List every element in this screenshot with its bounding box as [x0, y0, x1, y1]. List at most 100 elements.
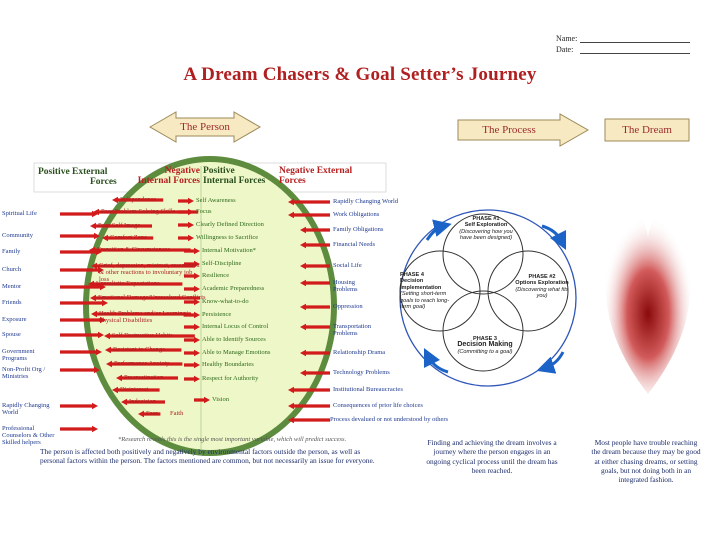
process-outer-circle [399, 209, 577, 387]
right-external-arrow [288, 386, 330, 394]
positive-internal-label: Resilience [202, 272, 230, 279]
right-external-arrow [300, 349, 330, 357]
negative-internal-arrow [112, 386, 160, 394]
positive-internal-label: Know-what-to-do [202, 298, 249, 305]
positive-internal-label: Able to Manage Emotions [202, 349, 271, 356]
right-external-arrow [288, 416, 330, 424]
negative-internal-label: Comfort Zone [110, 234, 148, 241]
positive-internal-arrow [178, 208, 194, 216]
negative-internal-label: Poor Problem Solving Skills [101, 208, 176, 215]
positive-internal-label: Vision [212, 396, 229, 403]
cycle-arrow-2 [541, 224, 567, 251]
positive-internal-label: Focus [196, 208, 212, 215]
right-external-arrow [300, 323, 330, 331]
right-external-arrow [300, 241, 330, 249]
right-external-label: Consequences of prior life choices [333, 402, 423, 409]
positive-internal-arrow [184, 349, 200, 357]
person-arrow-shape [148, 111, 262, 143]
negative-internal-arrow [91, 310, 191, 318]
negative-internal-label: Transition & Circumstances [97, 246, 171, 253]
left-external-label: Government Programs [2, 348, 35, 362]
positive-internal-arrow [184, 272, 200, 280]
negative-internal-arrow [91, 262, 195, 270]
right-external-arrow [300, 226, 330, 234]
left-external-label: Friends [2, 299, 22, 306]
left-external-arrow [60, 316, 106, 324]
negative-internal-arrow [116, 374, 178, 382]
negative-internal-label: Faith [170, 410, 184, 417]
date-line [580, 53, 690, 54]
process-caption: Finding and achieving the dream involves… [426, 438, 558, 475]
name-line [580, 42, 690, 43]
process-label: The Process [482, 124, 536, 136]
left-arrows [60, 210, 108, 433]
positive-internal-label: Internal Locus of Control [202, 323, 269, 330]
negative-internal-label: Resistant to Change [113, 346, 165, 353]
negative-internal-arrow [121, 398, 165, 406]
left-external-arrow [60, 331, 104, 339]
negative-internal-label: Performance Anxiety [114, 360, 170, 367]
positive-internal-arrow [184, 375, 200, 383]
negative-internal-arrow [90, 294, 200, 302]
positive-internal-label: Willingness to Sacrifice [196, 234, 259, 241]
negative-internal-arrow [89, 246, 191, 254]
right-external-arrow [288, 402, 330, 410]
right-external-label: Institutional Bureaucracies [333, 386, 403, 393]
dream-label: The Dream [622, 124, 672, 136]
positive-internal-arrow [184, 323, 200, 331]
positive-internal-arrow [184, 311, 200, 319]
right-external-label: Process devalued or not understood by ot… [330, 416, 449, 423]
cycle-arrow-1 [425, 219, 452, 241]
left-external-label: Spiritual Life [2, 210, 37, 217]
cycle-arrow-3 [536, 351, 565, 374]
date-label: Date: [556, 45, 574, 54]
negative-internal-label: Unrealistic Expectations [96, 280, 160, 287]
phase1-circle [442, 213, 524, 295]
negative-internal-arrow [138, 410, 161, 418]
left-external-label: Church [2, 266, 22, 273]
negative-internal-label: Fear [146, 410, 158, 417]
left-external-arrow [60, 299, 108, 307]
right-arrows [288, 198, 330, 424]
negative-internal-label: Emotional Damage/Unresolved Conflicts [98, 294, 206, 301]
positive-internal-arrow [184, 336, 200, 344]
dream-caption: Most people have trouble reaching the dr… [591, 438, 701, 485]
negative-internal-arrow [106, 360, 183, 368]
left-external-label: Spouse [2, 331, 21, 338]
person-caption: The person is affected both positively a… [40, 447, 375, 466]
positive-internal-label: Internal Motivation* [202, 247, 256, 254]
right-external-arrow [288, 198, 330, 206]
right-external-label: Technology Problems [333, 369, 390, 376]
phase4-circle [399, 250, 481, 332]
positive-internal-arrow [194, 396, 210, 404]
right-external-arrow [300, 262, 330, 270]
process-arrow-shape [457, 113, 590, 147]
left-external-arrow [60, 425, 98, 433]
right-external-label: Housing Problems [333, 279, 358, 293]
left-external-arrow [60, 266, 104, 274]
positive-internal-arrow [184, 285, 200, 293]
right-external-label: Social Life [333, 262, 362, 269]
positive-internal-arrow [184, 298, 200, 306]
right-external-label: Family Obligations [333, 226, 384, 233]
right-external-label: Transportation Problems [333, 323, 372, 337]
right-external-arrow [300, 279, 330, 287]
person-label: The Person [180, 121, 230, 133]
negative-internal-arrow [88, 280, 183, 288]
cycle-arrow-4 [423, 347, 449, 374]
left-external-arrow [60, 348, 102, 356]
right-external-label: Relationship Drama [333, 349, 386, 356]
positive-internal-label: Healthy Boundaries [202, 361, 254, 368]
positive-internal-arrow [184, 260, 200, 268]
heart-shape [605, 216, 691, 394]
negative-internal-label: Indecision [129, 398, 157, 405]
positive-internal-arrow [184, 361, 200, 369]
left-external-arrow [60, 232, 100, 240]
positive-internal-label: Self-Discipline [202, 260, 242, 267]
negative-internal-arrow [93, 208, 199, 216]
